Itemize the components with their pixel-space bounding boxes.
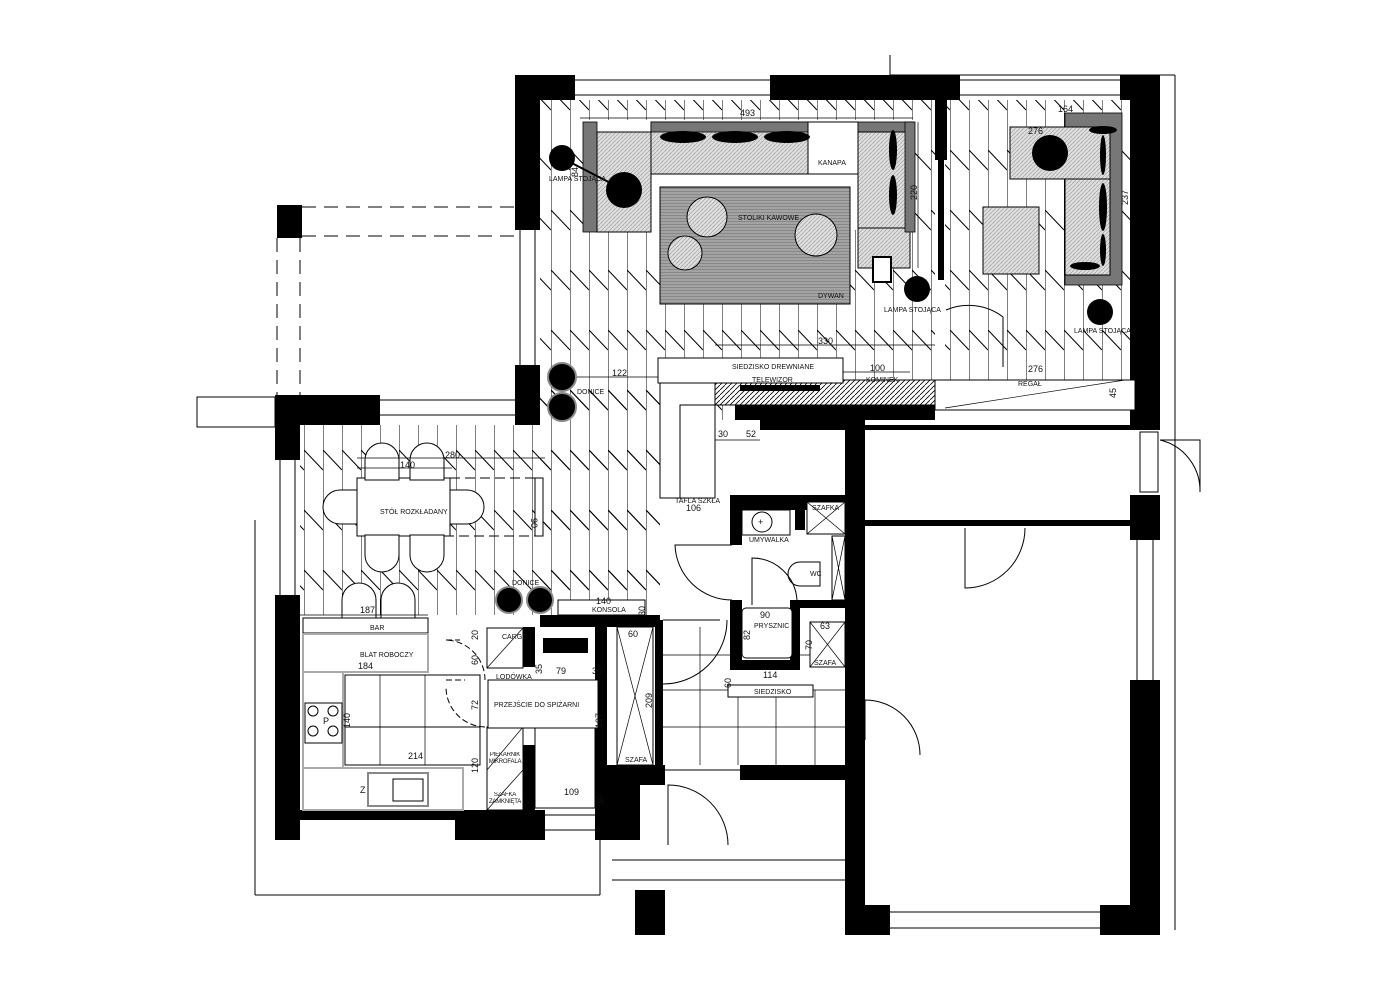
dim-tv-wall: 330 (818, 336, 833, 346)
table-label: STÓŁ ROZKŁADANY (380, 507, 448, 516)
hob-label: P (323, 716, 329, 726)
dim-shelf-depth: 45 (1108, 388, 1118, 398)
bath-cabinet-label: SZAFKA (812, 505, 840, 512)
lamp-label-lounge: LAMPA STOJĄCA (1074, 328, 1131, 335)
dim-shower-w: 90 (760, 610, 770, 620)
hob-icon (304, 702, 343, 744)
wardrobe-label-hall: SZAFA (625, 757, 648, 764)
dim-h60: 60 (628, 629, 638, 639)
floor-lamp-icon (904, 276, 930, 302)
dim-island-len: 214 (408, 751, 423, 761)
dim-sofa-width: 493 (740, 108, 755, 118)
shelf-label: REGAŁ (1018, 381, 1042, 388)
fridge-label: LODÓWKA (496, 672, 532, 681)
sofa-label: KANAPA (818, 160, 846, 167)
kitchen: BLAT ROBOCZY 184 P 140 214 Z CARGO LODÓW… (302, 617, 605, 811)
seat-label: SIEDZISKO (754, 689, 792, 696)
dim-p35: 35 (534, 664, 544, 674)
bar-label: BAR (370, 625, 384, 632)
dim-k72: 72 (470, 700, 480, 710)
shower-label: PRYSZNIC (754, 623, 789, 630)
dim-k60: 60 (470, 655, 480, 665)
dim-k120: 120 (470, 758, 480, 773)
plants-label-dining: DONICE (512, 580, 540, 587)
dim-step1: 30 (718, 429, 728, 439)
lounge-room: LAMPA STOJĄCA 164 276 237 276 REGAŁ 45 (944, 104, 1131, 409)
basin-icon (751, 511, 773, 533)
bath-wardrobe-label: SZAFA (814, 660, 837, 667)
dining-room: STÓŁ ROZKŁADANY 280 140 90 DONICE 140 KO… (300, 442, 647, 621)
dim-table-ext: 280 (445, 450, 460, 460)
oven-label: PIEKARNIK MIKROFALA (488, 752, 522, 765)
plants-label-living: DONICE (577, 389, 605, 396)
dim-lounge-top: 164 (1058, 104, 1073, 114)
dim-b114: 114 (763, 670, 777, 680)
dim-h209: 209 (644, 693, 654, 708)
walls (275, 75, 1160, 935)
dim-lamp-gap: 84 (570, 167, 580, 177)
dim-glass: 106 (686, 503, 701, 513)
counter-label: BLAT ROBOCZY (360, 652, 414, 659)
dim-counter-len: 184 (358, 661, 373, 671)
dim-k20: 20 (470, 630, 480, 640)
cabinet-label: SZAFKA ZAMKNIĘTA (488, 792, 522, 805)
dim-p197: 197 (594, 713, 604, 728)
cargo-label: CARGO (502, 634, 528, 641)
dim-fireplace: 100 (870, 363, 885, 373)
bench-label: SIEDZISKO DREWNIANE (732, 364, 814, 371)
dim-p30a: 30 (592, 666, 602, 676)
rug-label: DYWAN (818, 293, 844, 300)
console-label: KONSOLA (592, 607, 626, 614)
dim-p30b: 30 (595, 795, 605, 805)
overlay-labels: BAR PIEKARNIK MIKROFALA SZAFKA ZAMKNIĘTA (370, 625, 522, 805)
floor-lamp-icon (1087, 299, 1113, 325)
sink-label: Z (360, 785, 366, 795)
tv-label: TELEWIZOR (752, 377, 793, 384)
dim-table-len: 140 (400, 460, 415, 470)
lamp-label-left: LAMPA STOJĄCA (549, 176, 606, 183)
dim-b63: 63 (820, 621, 830, 631)
lamp-label-right: LAMPA STOJĄCA (884, 307, 941, 314)
dim-console-len: 140 (596, 596, 611, 606)
dim-b60: 60 (723, 678, 733, 688)
living-room: KANAPA STOLIKI KAWOWE DYWAN LAMPA STOJĄC… (547, 108, 1004, 499)
svg-text:+: + (758, 517, 763, 527)
dim-bar-len: 187 (360, 605, 375, 615)
coffee-tables-label: STOLIKI KAWOWE (738, 215, 799, 222)
bathroom: + UMYWALKA SZAFKA WC 90 PRYSZNIC 82 63 7… (741, 501, 846, 668)
dim-p109: 109 (564, 787, 579, 797)
dim-island-w: 140 (342, 713, 352, 728)
dim-sofa-depth: 220 (909, 185, 919, 200)
glass-label: TAFLA SZKŁA (675, 498, 720, 505)
fireplace-label: KOMINEK (866, 377, 899, 384)
pantry-label: PRZEJŚCIE DO SPIŻARNI (494, 700, 579, 709)
dim-step2: 52 (746, 429, 756, 439)
dim-lounge-sofa: 276 (1028, 126, 1043, 136)
wc-label: WC (810, 571, 822, 578)
dim-to-bench: 122 (612, 368, 627, 378)
dim-shower-d: 82 (742, 630, 752, 640)
dim-p79: 79 (556, 666, 566, 676)
dim-b70: 70 (804, 640, 814, 650)
dim-console-d: 30 (637, 606, 647, 616)
dim-lounge-side: 237 (1120, 190, 1130, 205)
basin-label: UMYWALKA (749, 537, 789, 544)
dim-shelf-len: 276 (1028, 364, 1043, 374)
dim-table-w: 90 (529, 518, 539, 528)
